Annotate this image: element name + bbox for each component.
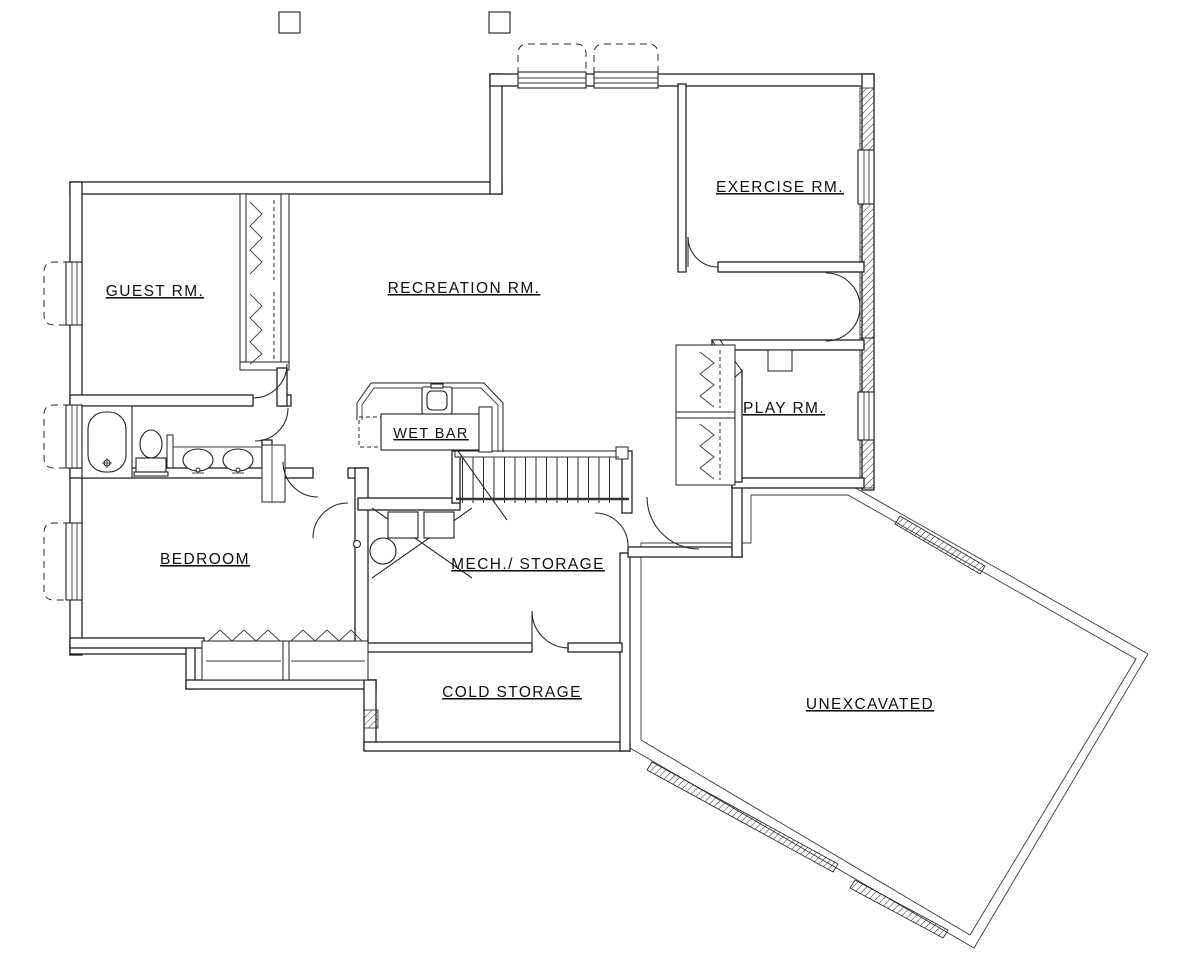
room-labels: GUEST RM. RECREATION RM. EXERCISE RM. PL…	[106, 179, 934, 713]
recreation-room-label: RECREATION RM.	[388, 280, 541, 297]
interior-walls	[69, 83, 865, 681]
unexcavated-foundation-walls	[629, 485, 1149, 949]
mechanical-equipment	[352, 507, 473, 579]
guest-room-label: GUEST RM.	[106, 283, 204, 300]
wet-bar-label: WET BAR	[393, 426, 469, 442]
top-wall-windows	[517, 43, 659, 89]
wet-bar-counter	[356, 382, 504, 453]
bathroom-fixtures	[81, 405, 262, 479]
closet-rod-symbols	[207, 200, 721, 642]
unexcavated-label: UNEXCAVATED	[806, 696, 934, 713]
linen-closet	[261, 444, 286, 503]
bedroom-label: BEDROOM	[160, 551, 250, 568]
mech-storage-label: MECH./ STORAGE	[451, 556, 605, 573]
staircase	[442, 429, 629, 521]
cold-storage-label: COLD STORAGE	[442, 684, 582, 701]
door-swings	[252, 236, 861, 649]
support-columns	[278, 11, 511, 34]
play-room-label: PLAY RM.	[743, 400, 825, 417]
exercise-room-label: EXERCISE RM.	[716, 179, 844, 196]
left-wall-windows	[43, 261, 83, 601]
right-wall-windows	[857, 149, 875, 441]
